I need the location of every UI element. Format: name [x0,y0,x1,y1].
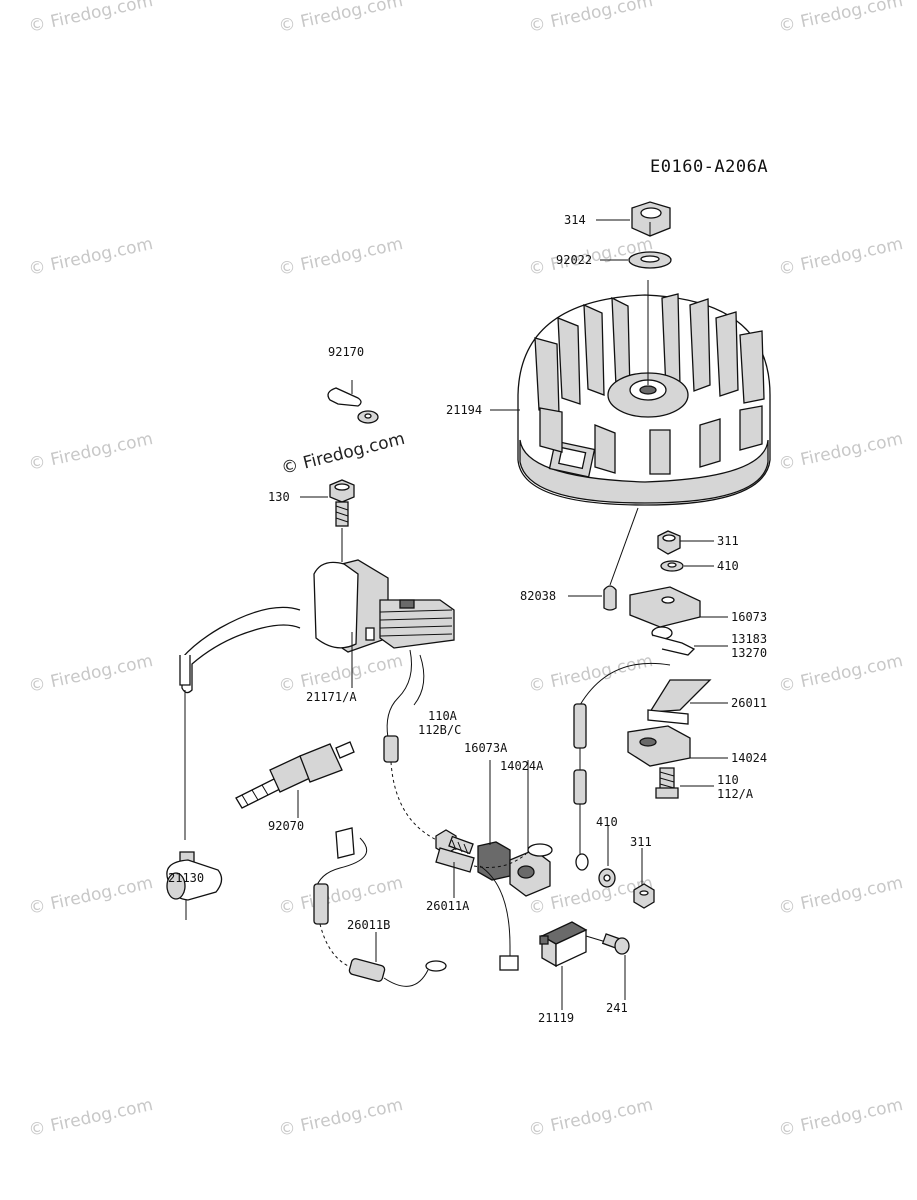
switch-21119 [539,921,588,1010]
leader-lines [300,219,728,787]
part-label: 410 [717,559,739,573]
ignition-coil-21171 [179,559,455,843]
part-label: 92170 [328,345,364,359]
block-14024 [627,725,691,767]
watermark: © Firedog.com [527,1095,655,1141]
wire-26011B [313,827,447,987]
part-label: 13183 [731,632,767,646]
watermark: © Firedog.com [27,651,155,697]
plug-cap-21130 [166,851,223,920]
part-label: 110A [428,709,458,723]
watermark-layer: © Firedog.com © Firedog.com © Firedog.co… [27,0,905,1141]
part-label: 82038 [520,589,556,603]
part-label: 26011A [426,899,470,913]
key-82038 [603,507,639,611]
part-label: 112B/C [418,723,461,737]
watermark: © Firedog.com [27,234,155,280]
part-label: 112/A [717,787,754,801]
part-label: 311 [717,534,739,548]
watermark-dark: © Firedog.com [279,429,407,479]
nut-311 [657,530,681,555]
washer-92022 [628,251,672,269]
watermark: © Firedog.com [277,873,405,919]
part-label: 21194 [446,403,482,417]
part-label: 13270 [731,646,767,660]
screw-241 [585,933,630,1000]
flywheel-21194 [517,280,771,506]
part-label: 110 [717,773,739,787]
terminal-26011 [647,679,712,725]
part-label: 21119 [538,1011,574,1025]
bolt-110 [655,767,679,799]
part-label: 14024 [731,751,767,765]
part-label: 314 [564,213,586,227]
part-label: 14024A [500,759,544,773]
part-label: 26011B [347,918,390,932]
watermark: © Firedog.com [777,1095,905,1141]
part-label: 241 [606,1001,628,1015]
part-label: 16073A [464,741,508,755]
part-label: 92022 [556,253,592,267]
block-14024A [509,760,551,897]
clip-92170 [327,380,379,424]
part-label: 21130 [168,871,204,885]
wire-26011A [435,843,553,971]
spark-plug-92070 [235,741,355,818]
washer-410-lower [598,826,616,888]
part-label: 410 [596,815,618,829]
nut-314 [631,201,671,237]
part-label: 21171/A [306,690,357,704]
part-label: 311 [630,835,652,849]
watermark: © Firedog.com [777,651,905,697]
watermark: © Firedog.com [777,0,905,37]
watermark: © Firedog.com [277,0,405,37]
part-label: 26011 [731,696,767,710]
watermark: © Firedog.com [527,0,655,37]
part-label: 16073 [731,610,767,624]
bracket-16073A [477,760,511,881]
watermark: © Firedog.com [777,429,905,475]
plate-13183 [651,626,696,656]
diagram-code: E0160-A206A [650,157,768,177]
watermark: © Firedog.com [277,1095,405,1141]
watermark: © Firedog.com [27,1095,155,1141]
part-label: 130 [268,490,290,504]
part-label: 92070 [268,819,304,833]
wire-26011 [573,662,671,871]
watermark: © Firedog.com [777,234,905,280]
watermark: © Firedog.com [777,873,905,919]
bolt-130 [329,479,355,562]
washer-410 [660,560,684,572]
watermark: © Firedog.com [277,234,405,280]
watermark: © Firedog.com [27,429,155,475]
watermark: © Firedog.com [27,0,155,37]
bracket-16073 [629,586,701,628]
nut-311-lower [633,848,655,909]
part-labels: 314 92022 92170 21194 130 311 410 82038 … [168,213,767,1025]
watermark: © Firedog.com [27,873,155,919]
